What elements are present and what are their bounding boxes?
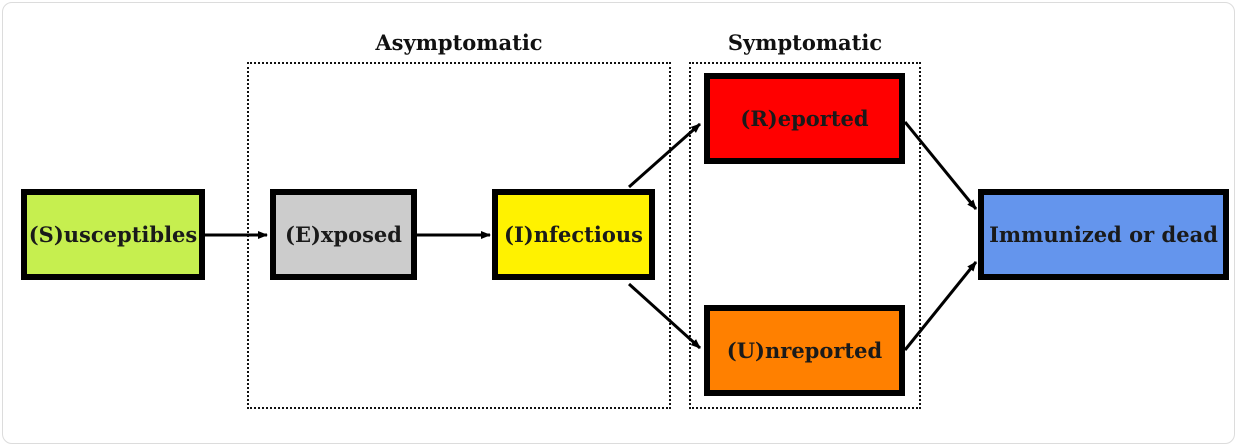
node-immunized-or-dead: Immunized or dead: [978, 189, 1229, 280]
node-infectious: (I)nfectious: [492, 189, 655, 280]
arrow-unreported-to-immunized: [903, 261, 978, 351]
asymptomatic-group-label: Asymptomatic: [375, 30, 543, 55]
node-susceptibles: (S)usceptibles: [21, 189, 205, 280]
node-reported: (R)eported: [704, 73, 905, 164]
symptomatic-group: [689, 62, 921, 409]
node-exposed: (E)xposed: [270, 189, 417, 280]
node-unreported: (U)nreported: [704, 305, 905, 396]
symptomatic-group-label: Symptomatic: [727, 30, 883, 55]
arrow-infectious-to-reported: [628, 122, 701, 189]
arrow-infectious-to-unreported: [627, 282, 702, 350]
arrow-reported-to-immunized: [903, 121, 978, 210]
